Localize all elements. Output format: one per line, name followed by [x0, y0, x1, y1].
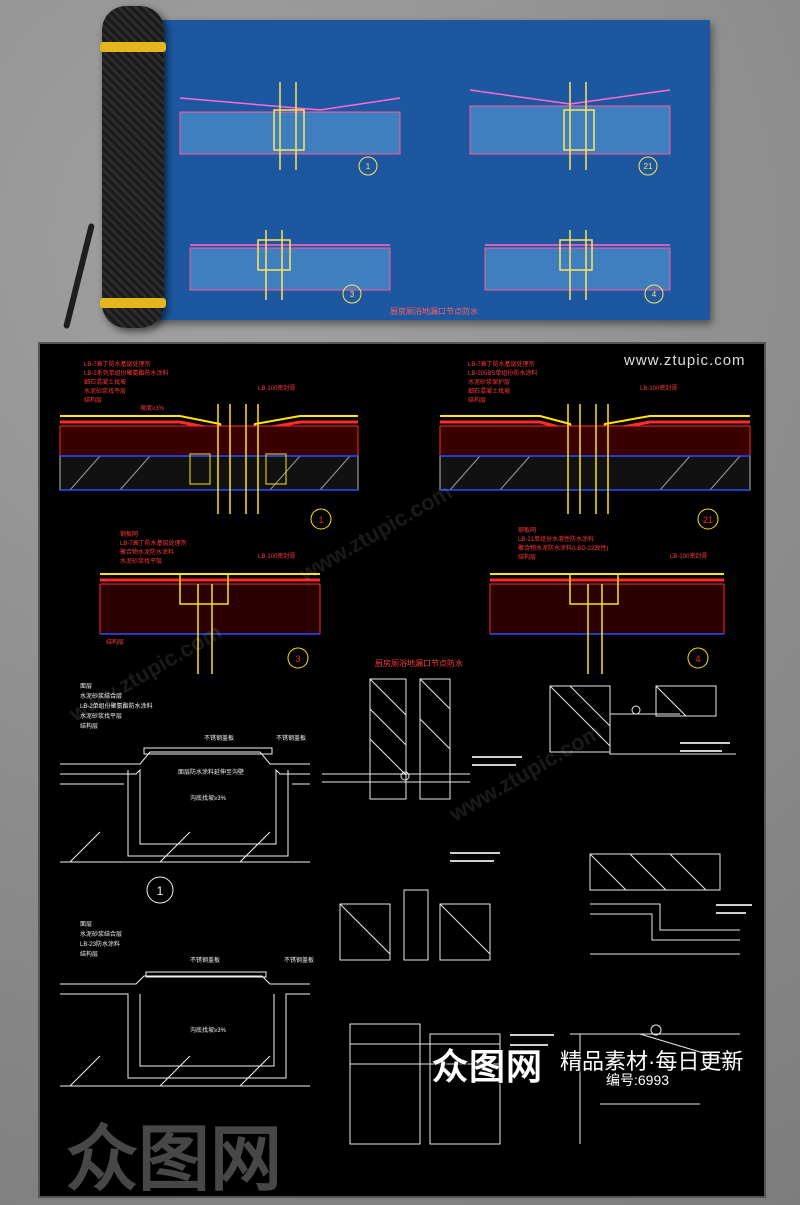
- cad-drawing-board: 1 LB-7高丁防水基层处理剂 LB-2系列单组份聚氨酯防水涂料 细石混凝土找坡…: [38, 342, 766, 1198]
- d1-leader-4: 水泥砂浆找平层: [84, 387, 126, 395]
- roll-band-top: [100, 42, 166, 52]
- tt-callout-2: 不锈钢盖板: [276, 734, 306, 742]
- blueprint-sheet: 1 21 3 4 厨房厕浴地漏口节点防水: [150, 20, 710, 320]
- tb-label-1: 面层: [80, 921, 92, 928]
- trench-detail-number: 1: [157, 884, 164, 898]
- d1-leader-2: LB-2系列单组份聚氨酯防水涂料: [84, 369, 169, 377]
- d4-sealant: LB-100密封膏: [670, 552, 707, 560]
- blue-detail-no-2: 21: [644, 162, 653, 171]
- d3-leader-4: 水泥砂浆找平层: [120, 557, 162, 565]
- board-title: 厨房厕浴地漏口节点防水: [375, 658, 463, 668]
- blueprint-drawing: 1 21 3 4 厨房厕浴地漏口节点防水: [179, 82, 671, 316]
- blue-detail-no-1: 1: [366, 162, 371, 171]
- tt-inner-1: 面层防水涂料延伸至沟壁: [178, 768, 244, 776]
- d21-leader-4: 细石混凝土找坡: [468, 387, 510, 395]
- section-annotations: [450, 742, 752, 1046]
- d4-leader-3: 聚合物水泥防水涂料(LBD-22改性): [518, 544, 608, 552]
- trench-top-labels: 面层 水泥砂浆结合层 LB-2单组份聚氨酯防水涂料 水泥砂浆找平层 结构层 不锈…: [80, 683, 306, 802]
- detail-21: 21: [439, 404, 751, 530]
- pencil: [63, 222, 95, 330]
- detail-21-leaders: LB-7高丁防水基层处理剂 LB-205BS单组份防水涂料 水泥砂浆保护层 细石…: [468, 360, 677, 404]
- d4-leader-1: 钢板网: [518, 526, 536, 534]
- detail-1: 1: [59, 404, 359, 530]
- d3-leader-2: LB-7高丁防水基层处理剂: [120, 539, 187, 547]
- d3-sealant: LB-100密封膏: [258, 552, 295, 560]
- detail-3: 3: [99, 573, 321, 674]
- d3-leader-3: 聚合物水泥防水涂料: [120, 548, 174, 556]
- detail-1-number: 1: [318, 515, 323, 525]
- blue-detail-no-3: 3: [350, 290, 355, 299]
- brand-slogan: 精品素材·每日更新: [560, 1049, 744, 1074]
- paper-roll: [100, 6, 166, 328]
- d1-slope: 坡度≥3%: [140, 404, 165, 412]
- tb-callout-2: 不锈钢盖板: [284, 956, 314, 964]
- d1-leader-5: 结构层: [84, 396, 102, 404]
- tt-label-3: LB-2单组份聚氨酯防水涂料: [80, 702, 153, 710]
- cad-drawing: 1 LB-7高丁防水基层处理剂 LB-2系列单组份聚氨酯防水涂料 细石混凝土找坡…: [59, 360, 752, 1145]
- d21-leader-3: 水泥砂浆保护层: [468, 378, 510, 386]
- trench-detail-top: [60, 747, 310, 863]
- tt-label-4: 水泥砂浆找平层: [80, 712, 122, 720]
- trench-bottom-labels: 面层 水泥砂浆结合层 LB-23防水涂料 结构层 不锈钢盖板 不锈钢盖板 沟底找…: [80, 921, 314, 1034]
- detail-3-leaders: 钢板网 LB-7高丁防水基层处理剂 聚合物水泥防水涂料 水泥砂浆找平层 LB-1…: [106, 530, 295, 646]
- tt-callout-1: 不锈钢盖板: [204, 734, 234, 742]
- detail-4: 4: [489, 573, 725, 674]
- d1-sealant: LB-100密封膏: [258, 384, 295, 392]
- corner-logo-watermark: 众图网: [66, 1120, 283, 1200]
- section-details: [322, 678, 741, 1145]
- d3-leader-1: 钢板网: [120, 530, 138, 538]
- tb-label-3: LB-23防水涂料: [80, 940, 120, 948]
- d21-sealant: LB-100密封膏: [640, 384, 677, 392]
- d21-leader-5: 结构层: [468, 396, 486, 404]
- tt-inner-2: 沟底找坡≥3%: [190, 794, 227, 802]
- trench-detail-bottom: [60, 971, 310, 1087]
- d1-leader-3: 细石混凝土找坡: [84, 378, 126, 386]
- d1-leader-1: LB-7高丁防水基层处理剂: [84, 360, 151, 368]
- detail-21-number: 21: [703, 515, 713, 525]
- tt-label-5: 结构层: [80, 722, 98, 730]
- tb-label-4: 结构层: [80, 950, 98, 958]
- tb-inner-1: 沟底找坡≥3%: [190, 1026, 227, 1034]
- product-id: 编号:6993: [606, 1072, 670, 1088]
- detail-3-number: 3: [295, 654, 300, 664]
- d21-leader-2: LB-205BS单组份防水涂料: [468, 369, 537, 377]
- roll-band-bottom: [100, 298, 166, 308]
- detail-4-leaders: 钢板网 LB-21单组份水溶性防水涂料 聚合物水泥防水涂料(LBD-22改性) …: [518, 526, 707, 561]
- blueprint-title: 厨房厕浴地漏口节点防水: [390, 306, 478, 316]
- tt-label-1: 面层: [80, 683, 92, 690]
- tb-label-2: 水泥砂浆结合层: [80, 930, 122, 938]
- blue-detail-no-4: 4: [652, 290, 657, 299]
- d3-structure: 结构层: [106, 638, 124, 646]
- tb-callout-1: 不锈钢盖板: [190, 956, 220, 964]
- detail-1-leaders: LB-7高丁防水基层处理剂 LB-2系列单组份聚氨酯防水涂料 细石混凝土找坡 水…: [84, 360, 295, 412]
- d4-leader-4: 结构层: [518, 553, 536, 561]
- d4-leader-2: LB-21单组份水溶性防水涂料: [518, 535, 594, 543]
- detail-4-number: 4: [695, 654, 700, 664]
- site-url-watermark: www.ztupic.com: [624, 352, 746, 369]
- brand-logo: 众图网: [432, 1046, 544, 1087]
- d21-leader-1: LB-7高丁防水基层处理剂: [468, 360, 535, 368]
- tt-label-2: 水泥砂浆结合层: [80, 692, 122, 700]
